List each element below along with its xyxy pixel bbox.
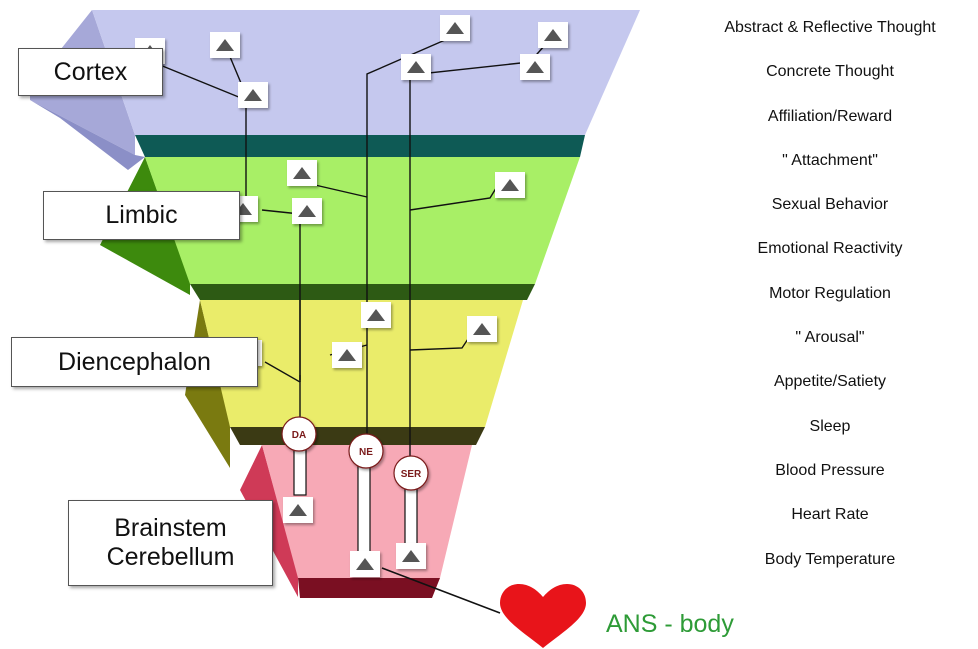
brainstem-bottom-band (298, 578, 440, 598)
da-label: DA (292, 430, 306, 441)
function-item: Affiliation/Reward (686, 107, 974, 151)
function-item: Emotional Reactivity (686, 239, 974, 283)
synapse-marker (238, 82, 268, 108)
synapse-marker (332, 342, 362, 368)
synapse-marker (495, 172, 525, 198)
brainstem-label-text: Brainstem (114, 514, 227, 543)
ne-nucleus: NE (349, 434, 383, 468)
function-list: Abstract & Reflective Thought Concrete T… (686, 18, 974, 594)
function-item: Sexual Behavior (686, 195, 974, 239)
da-nucleus: DA (282, 417, 316, 451)
function-item: Sleep (686, 417, 974, 461)
function-item: " Attachment" (686, 151, 974, 195)
synapse-marker (283, 497, 313, 523)
synapse-marker (538, 22, 568, 48)
ser-label: SER (401, 469, 422, 480)
limbic-label-text: Limbic (105, 201, 177, 230)
limbic-bottom-band (190, 284, 535, 300)
ser-tube (405, 488, 417, 548)
cortex-bottom-band (135, 135, 585, 157)
function-item: Body Temperature (686, 550, 974, 594)
da-tube (294, 445, 306, 495)
cortex-label: Cortex (18, 48, 163, 96)
function-item: Appetite/Satiety (686, 372, 974, 416)
function-item: Heart Rate (686, 505, 974, 549)
brainstem-label: Brainstem Cerebellum (68, 500, 273, 586)
function-item: Blood Pressure (686, 461, 974, 505)
synapse-marker (467, 316, 497, 342)
synapse-marker (440, 15, 470, 41)
ne-tube (358, 465, 370, 555)
cerebellum-label-text: Cerebellum (107, 543, 235, 572)
synapse-marker (396, 543, 426, 569)
ans-body-label: ANS - body (606, 610, 734, 639)
diencephalon-label-text: Diencephalon (58, 348, 211, 377)
synapse-marker (287, 160, 317, 186)
function-item: Abstract & Reflective Thought (686, 18, 974, 62)
synapse-marker (210, 32, 240, 58)
function-item: " Arousal" (686, 328, 974, 372)
ne-label: NE (359, 447, 373, 458)
diencephalon-label: Diencephalon (11, 337, 258, 387)
ser-nucleus: SER (394, 456, 428, 490)
synapse-marker (361, 302, 391, 328)
synapse-marker (350, 551, 380, 577)
cortex-label-text: Cortex (54, 58, 128, 87)
heart-icon (500, 584, 586, 648)
function-item: Motor Regulation (686, 284, 974, 328)
synapse-marker (520, 54, 550, 80)
function-item: Concrete Thought (686, 62, 974, 106)
limbic-label: Limbic (43, 191, 240, 240)
synapse-marker (292, 198, 322, 224)
synapse-marker (401, 54, 431, 80)
